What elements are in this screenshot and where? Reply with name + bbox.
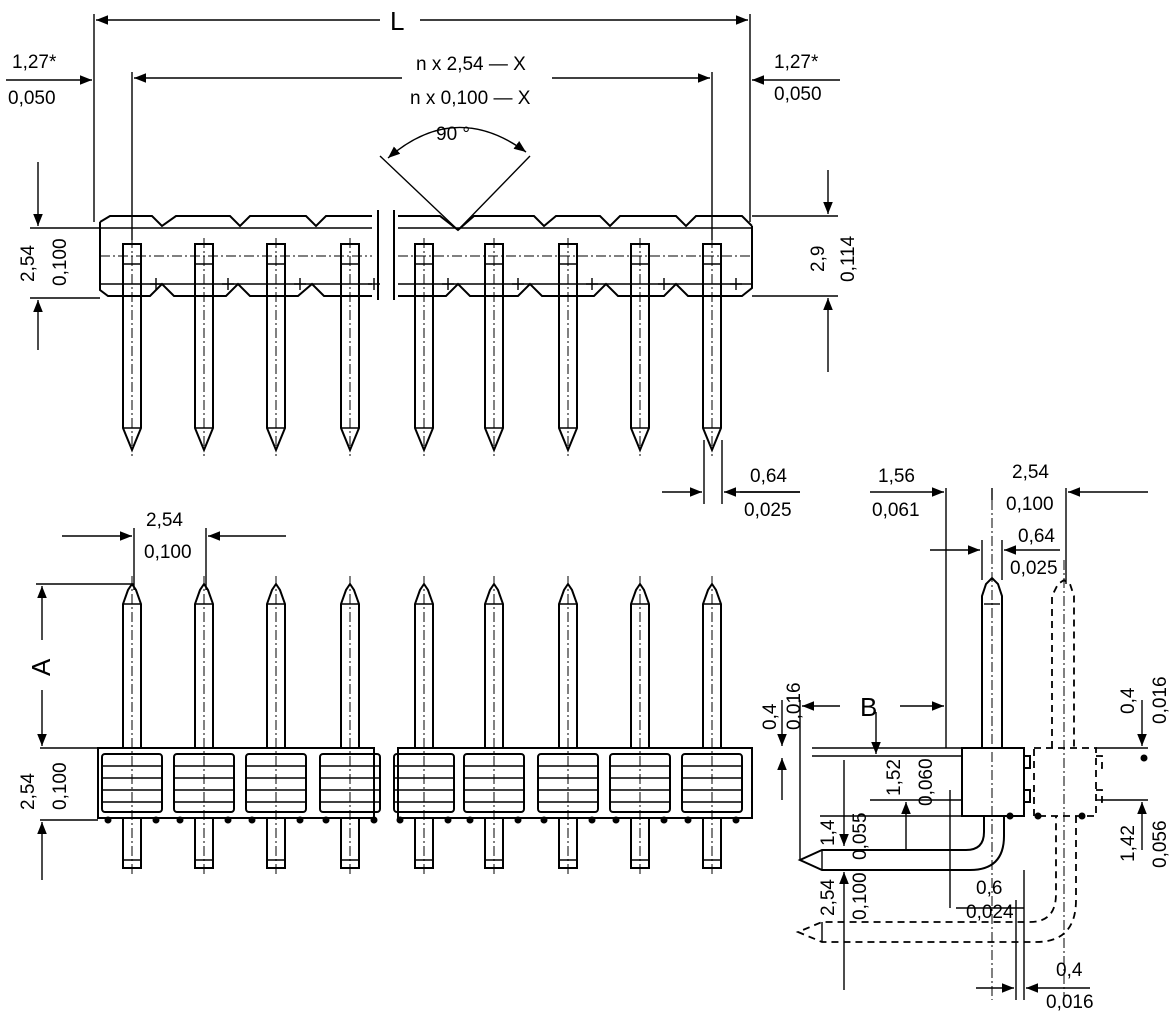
top-body-outline	[99, 210, 753, 300]
dim-front-pitch	[62, 528, 286, 590]
front-view	[36, 528, 753, 880]
label-left-offset-in: 0,050	[8, 88, 56, 109]
side-view	[777, 487, 1148, 1000]
front-body-outline	[40, 747, 753, 821]
front-pin	[681, 576, 743, 876]
label-pin-width-in: 0,025	[744, 500, 792, 521]
label-right-offset-mm: 1,27*	[774, 52, 819, 73]
label-side-offset-in: 0,061	[872, 500, 920, 521]
dim-h1	[870, 712, 962, 850]
label-gap-right-in: 0,016	[1150, 676, 1171, 724]
front-pin	[537, 576, 599, 876]
label-pitch-in: n x 0,100 — X	[410, 88, 531, 109]
side-straight-pin	[981, 500, 1003, 1000]
label-pitch-mm: n x 2,54 — X	[416, 54, 526, 75]
top-pin	[414, 238, 454, 456]
label-h3-mm: 2,54	[818, 879, 839, 916]
label-bottom-in: 0,016	[1046, 992, 1094, 1013]
label-side-pin-in: 0,025	[1010, 558, 1058, 579]
dim-bend	[956, 870, 1025, 1000]
label-gap-right-mm: 0,4	[1118, 687, 1139, 714]
top-pin	[340, 238, 380, 456]
label-h4-mm: 1,42	[1118, 825, 1139, 862]
top-pin	[630, 238, 670, 456]
label-h1-mm: 1,52	[884, 759, 905, 796]
label-top-body2-in: 0,114	[838, 235, 859, 282]
front-pin	[173, 576, 235, 876]
dim-B	[799, 700, 944, 860]
label-side-pin-mm: 0,64	[1018, 526, 1055, 547]
label-gap-left-mm: 0,4	[760, 703, 781, 730]
label-gap-left-in: 0,016	[784, 682, 805, 730]
label-pin-width-mm: 0,64	[750, 466, 787, 487]
label-A: A	[26, 658, 56, 676]
front-pin	[393, 576, 455, 876]
label-side-offset-mm: 1,56	[878, 466, 915, 487]
label-front-body-mm: 2,54	[18, 773, 39, 810]
dim-h2	[820, 760, 962, 846]
top-pin	[122, 238, 162, 456]
label-left-offset-mm: 1,27*	[12, 52, 57, 73]
label-h2-in: 0,055	[850, 812, 871, 860]
top-pin	[702, 238, 742, 456]
dim-side-pitch	[991, 487, 1148, 584]
dim-pin-width	[662, 440, 800, 504]
label-B: B	[860, 692, 877, 722]
side-dashed-pin	[1051, 560, 1075, 1000]
labels: L n x 2,54 — X n x 0,100 — X 90 ° 1,27* …	[8, 6, 1171, 1013]
angle-90-marker	[379, 126, 531, 231]
label-front-pitch-mm: 2,54	[146, 510, 183, 531]
label-angle: 90 °	[436, 124, 470, 145]
label-h4-in: 0,056	[1150, 820, 1171, 868]
dim-side-offset	[870, 487, 947, 748]
dim-n-pitch	[131, 72, 713, 240]
front-pin	[609, 576, 671, 876]
label-bend-mm: 0,6	[976, 878, 1002, 899]
label-bottom-mm: 0,4	[1056, 960, 1083, 981]
front-pin	[463, 576, 525, 876]
side-body	[812, 747, 1148, 817]
label-top-body-mm: 2,54	[18, 245, 39, 282]
dim-bottom	[976, 900, 1090, 1000]
side-markers	[1006, 754, 1148, 820]
dim-A	[36, 583, 134, 746]
top-pin	[558, 238, 598, 456]
dim-side-pin	[930, 540, 1060, 580]
label-front-pitch-in: 0,100	[144, 542, 192, 563]
front-pin	[319, 576, 381, 876]
front-pins	[101, 576, 743, 876]
front-pin	[245, 576, 307, 876]
label-bend-in: 0,024	[966, 902, 1014, 923]
label-h1-in: 0,060	[916, 758, 937, 806]
dim-L	[93, 14, 751, 222]
top-pins	[122, 238, 742, 456]
top-pin	[484, 238, 524, 456]
label-front-body-in: 0,100	[50, 762, 71, 810]
dim-top-body-height	[30, 162, 100, 350]
dim-top-body-height-2	[752, 170, 838, 372]
label-L: L	[390, 6, 404, 36]
label-side-pitch-in: 0,100	[1006, 494, 1054, 515]
front-pin	[101, 576, 163, 876]
label-top-body2-mm: 2,9	[808, 246, 829, 272]
label-h2-mm: 1,4	[818, 819, 839, 846]
top-pin	[194, 238, 234, 456]
side-bent-pin-dashed	[795, 816, 1077, 943]
label-h3-in: 0,100	[850, 872, 871, 920]
label-top-body-in: 0,100	[50, 238, 71, 286]
top-pin	[266, 238, 306, 456]
label-side-pitch-mm: 2,54	[1012, 462, 1049, 483]
label-right-offset-in: 0,050	[774, 84, 822, 105]
top-view	[6, 14, 840, 504]
